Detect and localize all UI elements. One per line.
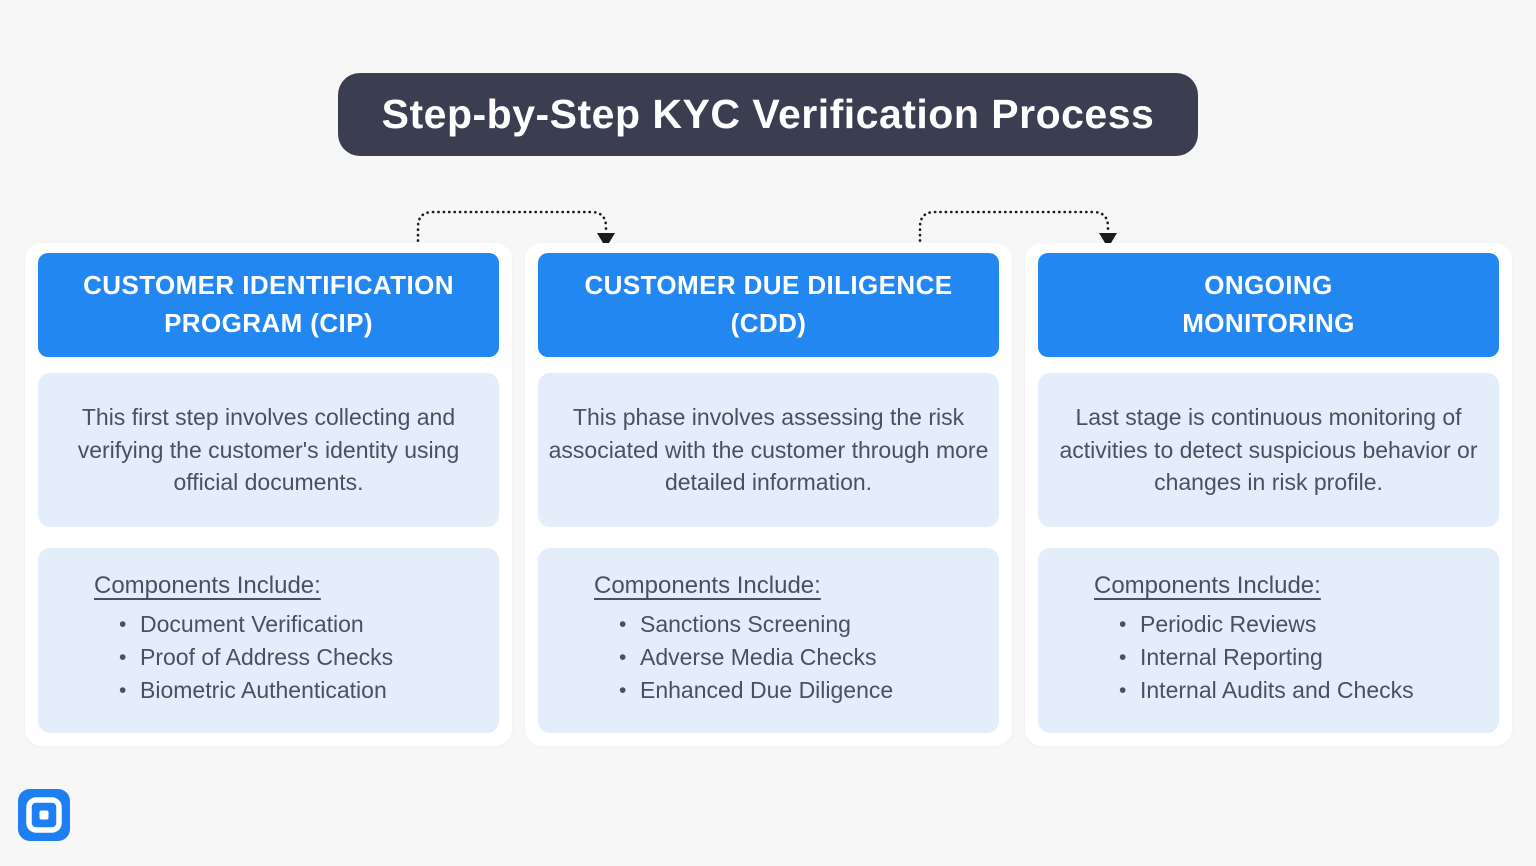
page-title: Step-by-Step KYC Verification Process [337, 73, 1199, 157]
column-components-monitoring: Components Include: Periodic Reviews Int… [1038, 548, 1499, 733]
component-item: Document Verification [119, 608, 485, 641]
column-components-cip: Components Include: Document Verificatio… [38, 548, 499, 733]
component-item: Proof of Address Checks [119, 641, 485, 674]
component-item: Internal Reporting [1119, 641, 1485, 674]
column-monitoring: ONGOING MONITORING Last stage is continu… [1025, 243, 1512, 746]
column-header-cdd: CUSTOMER DUE DILIGENCE (CDD) [538, 253, 999, 357]
component-item: Internal Audits and Checks [1119, 674, 1485, 707]
square-logo-icon [18, 789, 70, 841]
column-header-cip: CUSTOMER IDENTIFICATION PROGRAM (CIP) [38, 253, 499, 357]
components-list: Document Verification Proof of Address C… [94, 608, 485, 707]
components-heading: Components Include: [94, 572, 321, 599]
column-description-cdd: This phase involves assessing the risk a… [538, 373, 999, 527]
column-header-monitoring: ONGOING MONITORING [1038, 253, 1499, 357]
component-item: Periodic Reviews [1119, 608, 1485, 641]
column-description-cip: This first step involves collecting and … [38, 373, 499, 527]
components-list: Sanctions Screening Adverse Media Checks… [594, 608, 985, 707]
column-header-cdd-label: CUSTOMER DUE DILIGENCE (CDD) [584, 270, 953, 338]
component-item: Biometric Authentication [119, 674, 485, 707]
column-components-cdd: Components Include: Sanctions Screening … [538, 548, 999, 733]
column-header-cip-label: CUSTOMER IDENTIFICATION PROGRAM (CIP) [83, 270, 454, 338]
description-text: Last stage is continuous monitoring of a… [1059, 403, 1478, 496]
column-description-monitoring: Last stage is continuous monitoring of a… [1038, 373, 1499, 527]
component-item: Adverse Media Checks [619, 641, 985, 674]
components-heading: Components Include: [1094, 572, 1321, 599]
title-bar: Step-by-Step KYC Verification Process [0, 73, 1536, 157]
components-list: Periodic Reviews Internal Reporting Inte… [1094, 608, 1485, 707]
description-text: This first step involves collecting and … [77, 403, 460, 496]
components-heading: Components Include: [594, 572, 821, 599]
component-item: Enhanced Due Diligence [619, 674, 985, 707]
column-cip: CUSTOMER IDENTIFICATION PROGRAM (CIP) Th… [25, 243, 512, 746]
component-item: Sanctions Screening [619, 608, 985, 641]
column-cdd: CUSTOMER DUE DILIGENCE (CDD) This phase … [525, 243, 1012, 746]
description-text: This phase involves assessing the risk a… [548, 403, 989, 496]
column-header-monitoring-label: ONGOING MONITORING [1182, 270, 1355, 338]
